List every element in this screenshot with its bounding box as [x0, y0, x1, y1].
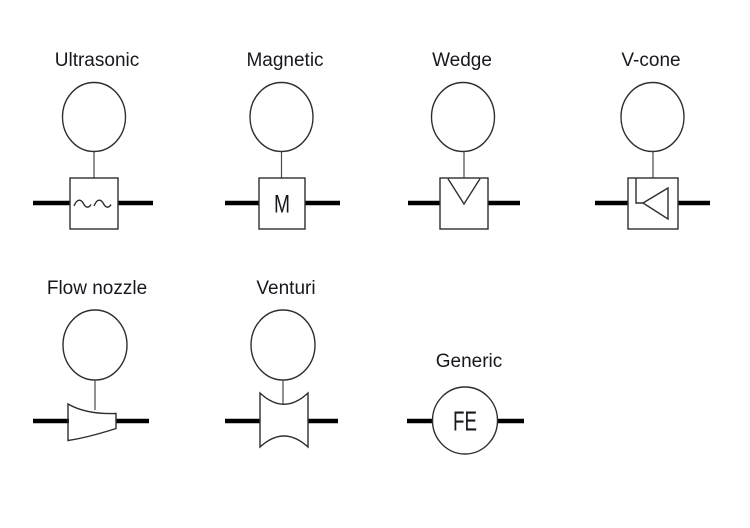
generic-tag-letters: FE: [453, 406, 477, 437]
venturi-body: [259, 391, 309, 449]
vcone-symbol: [595, 81, 710, 230]
venturi-instrument-bubble: [250, 309, 316, 381]
magnetic-tag-letter: M: [274, 191, 290, 219]
vcone-cone-icon: [641, 186, 669, 221]
magnetic-sensor-body: [258, 177, 306, 230]
vcone-inner-line: [635, 178, 643, 204]
venturi-label: Venturi: [256, 278, 316, 299]
generic-instrument-bubble: [431, 386, 499, 455]
magnetic-symbol: M: [225, 81, 340, 230]
venturi-symbol: [225, 309, 338, 449]
ultrasonic-wave-icon: [93, 199, 112, 208]
generic-label: Generic: [435, 351, 503, 372]
wedge-label: Wedge: [432, 50, 492, 71]
ultrasonic-wave-icon: [73, 199, 92, 208]
ultrasonic-symbol: [33, 81, 153, 230]
ultrasonic-sensor-body: [69, 177, 119, 230]
wedge-instrument-bubble: [430, 81, 496, 153]
magnetic-label: Magnetic: [246, 50, 324, 71]
flow-nozzle-label: Flow nozzle: [46, 278, 148, 299]
wedge-symbol: [408, 81, 520, 230]
ultrasonic-label: Ultrasonic: [54, 50, 140, 71]
flow-nozzle-symbol: [33, 309, 149, 442]
magnetic-instrument-bubble: [249, 81, 314, 153]
vcone-instrument-bubble: [620, 81, 685, 153]
wedge-vee-icon: [447, 178, 481, 206]
vcone-label: V-cone: [621, 50, 681, 71]
flow-nozzle-instrument-bubble: [62, 309, 128, 381]
ultrasonic-instrument-bubble: [61, 81, 127, 153]
flow-nozzle-body: [67, 402, 117, 442]
generic-symbol: FE: [407, 386, 524, 455]
